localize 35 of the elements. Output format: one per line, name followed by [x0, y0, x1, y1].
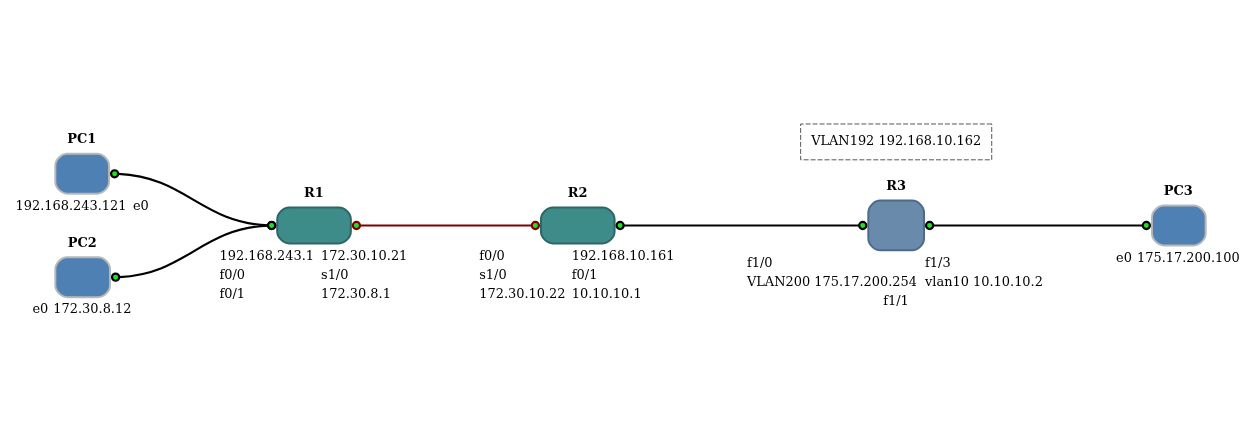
connector [924, 220, 1152, 231]
connector [615, 220, 868, 231]
node-label: 192.168.10.161 [571, 247, 675, 263]
node-label: vlan10 10.10.10.2 [925, 273, 1043, 289]
connector [110, 220, 277, 282]
node-label: 192.168.243.1 [219, 247, 315, 263]
node-label: f0/1 [571, 266, 598, 282]
node-label: R3 [886, 178, 906, 194]
node-label: f1/0 [746, 254, 773, 270]
node-label: 172.30.10.22 [479, 285, 566, 301]
node-label: e0 [1116, 249, 1132, 265]
node-label: e0 [32, 301, 49, 317]
node-label: f1/1 [883, 292, 909, 308]
node-label: f0/0 [219, 266, 246, 282]
node-label: e0 [132, 197, 149, 213]
node-label: 192.168.243.121 [15, 197, 127, 213]
node-label: PC1 [67, 131, 97, 147]
node-label: R1 [304, 185, 324, 201]
node-label: f1/3 [925, 254, 951, 270]
node-label: R2 [567, 185, 588, 201]
node-label: PC3 [1163, 183, 1193, 199]
node-label: 172.30.10.21 [321, 247, 408, 263]
node-label: s1/0 [479, 266, 507, 282]
node-label: s1/0 [321, 266, 349, 282]
node-label: VLAN200 175.17.200.254 [746, 273, 918, 289]
node-label: 172.30.8.12 [53, 301, 132, 317]
node-label: PC2 [67, 234, 97, 250]
node-box: VLAN192 192.168.10.162 [800, 123, 993, 161]
node-label: 172.30.8.1 [321, 285, 391, 301]
node-label: f0/0 [479, 247, 505, 263]
node-label: f0/1 [219, 285, 246, 301]
connector [351, 220, 541, 231]
node-label: 10.10.10.1 [571, 285, 642, 301]
node-label: 175.17.200.100 [1137, 249, 1240, 265]
connector [109, 169, 277, 231]
